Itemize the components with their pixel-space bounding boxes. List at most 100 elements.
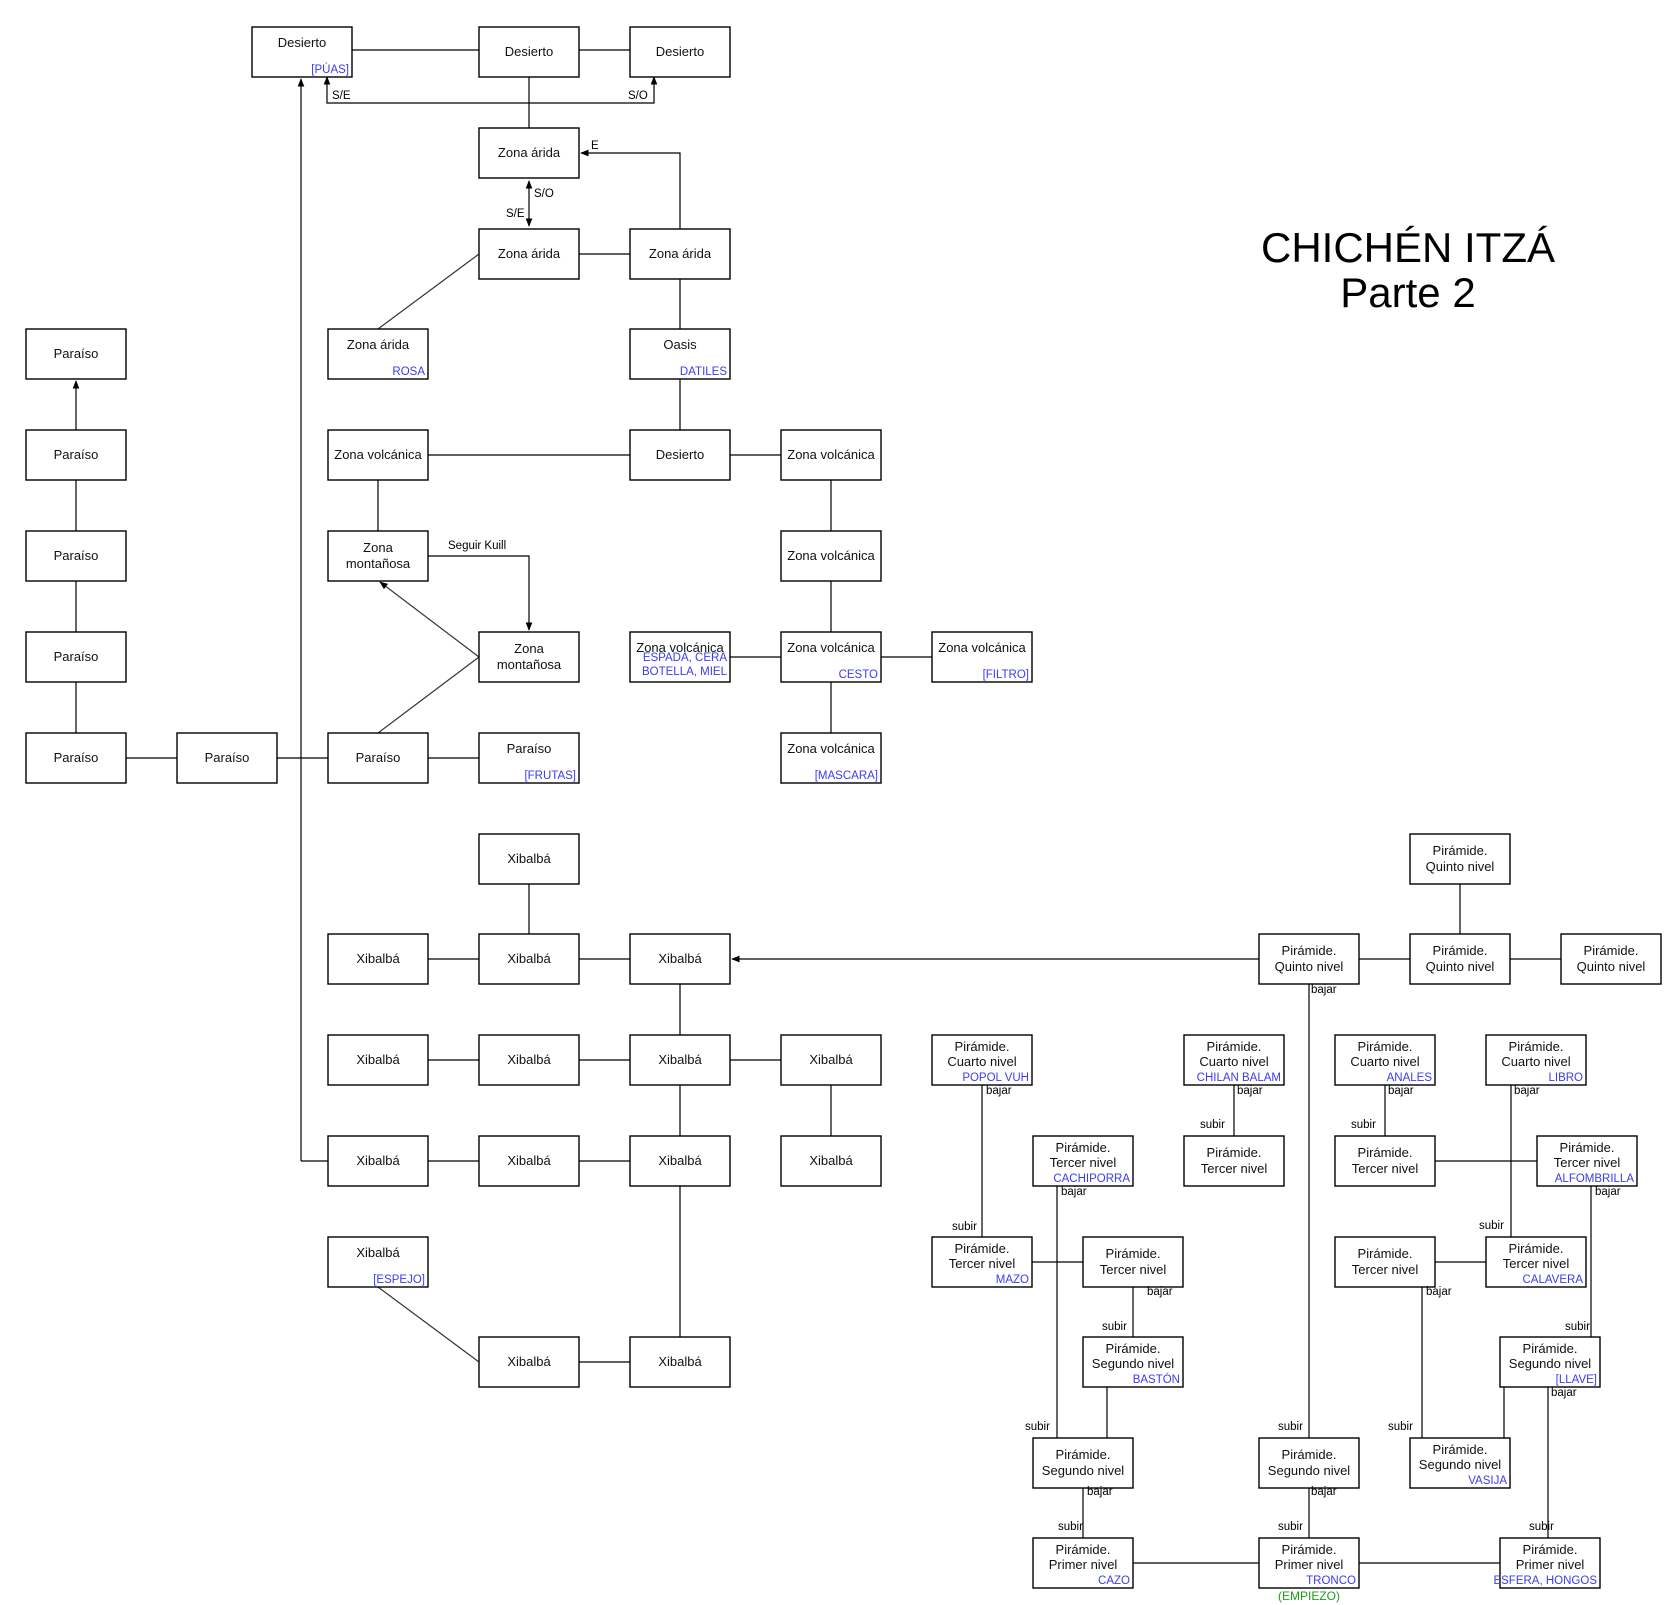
node-box <box>780 1135 882 1187</box>
title-line-1: CHICHÉN ITZÁ <box>1261 224 1555 271</box>
node-label: Pirámide. <box>955 1241 1010 1256</box>
lbl-e: E <box>591 140 599 152</box>
node-label: Paraíso <box>54 750 99 765</box>
node-box <box>478 1034 580 1086</box>
node-par7: Paraíso <box>327 732 429 784</box>
node-label: Pirámide. <box>1523 1341 1578 1356</box>
node-label: Oasis <box>663 337 697 352</box>
node-label: Segundo nivel <box>1042 1463 1125 1478</box>
node-xib3: Xibalbá <box>478 933 580 985</box>
lbl-subir-p3: subir <box>1529 1521 1554 1533</box>
node-box <box>327 328 429 380</box>
start-marker-label: (EMPIEZO) <box>1278 1589 1340 1603</box>
node-box <box>1409 1437 1511 1489</box>
node-vol1: Zona volcánica <box>327 429 429 481</box>
node-label: Pirámide. <box>1584 943 1639 958</box>
node-box <box>931 1236 1033 1288</box>
node-label: Pirámide. <box>1207 1145 1262 1160</box>
lbl-subir-s2: subir <box>1565 1321 1590 1333</box>
node-label: Zona volcánica <box>787 447 875 462</box>
node-label: Zona <box>363 540 393 555</box>
node-par8: Paraíso[FRUTAS] <box>478 732 580 784</box>
node-s3: Pirámide.Segundo nivel <box>1032 1437 1134 1489</box>
node-box <box>1499 1336 1601 1388</box>
node-par6: Paraíso <box>176 732 278 784</box>
node-label: Cuarto nivel <box>1199 1054 1268 1069</box>
lbl-so-1: S/O <box>628 90 648 102</box>
node-item: CESTO <box>839 669 878 681</box>
node-des2: Desierto <box>478 26 580 78</box>
node-label: Tercer nivel <box>1554 1155 1621 1170</box>
map-title: CHICHÉN ITZÁ Parte 2 <box>1261 224 1555 316</box>
node-box <box>25 429 127 481</box>
node-box <box>327 933 429 985</box>
node-item: BOTELLA, MIEL <box>642 666 728 678</box>
node-label: Pirámide. <box>955 1039 1010 1054</box>
node-box <box>478 833 580 885</box>
node-xib11: Xibalbá <box>629 1135 731 1187</box>
node-label: Tercer nivel <box>1050 1155 1117 1170</box>
node-box <box>629 328 731 380</box>
connection-line <box>580 149 681 229</box>
node-box <box>478 228 580 280</box>
node-label: Tercer nivel <box>949 1256 1016 1271</box>
node-xib12: Xibalbá <box>780 1135 882 1187</box>
node-label: Zona árida <box>347 337 410 352</box>
connection-line <box>323 76 658 104</box>
node-xib15: Xibalbá <box>629 1336 731 1388</box>
node-label: Pirámide. <box>1433 1442 1488 1457</box>
node-box <box>251 26 353 78</box>
node-s2: Pirámide.Segundo nivel[LLAVE] <box>1499 1336 1601 1388</box>
node-xib8: Xibalbá <box>780 1034 882 1086</box>
node-box <box>327 1135 429 1187</box>
node-label: Primer nivel <box>1516 1557 1585 1572</box>
lbl-bajar-t1: bajar <box>1061 1186 1087 1198</box>
node-label: Pirámide. <box>1056 1542 1111 1557</box>
node-label: Segundo nivel <box>1509 1356 1592 1371</box>
node-label: Xibalbá <box>356 951 400 966</box>
node-xib2: Xibalbá <box>327 933 429 985</box>
node-par4: Paraíso <box>25 631 127 683</box>
node-ari2: Zona árida <box>478 228 580 280</box>
node-label: Pirámide. <box>1358 1039 1413 1054</box>
node-item: POPOL VUH <box>962 1072 1029 1084</box>
node-box <box>780 530 882 582</box>
node-box <box>1485 1034 1587 1086</box>
node-label: Pirámide. <box>1523 1542 1578 1557</box>
node-label: Pirámide. <box>1282 1447 1337 1462</box>
node-vol3: Zona volcánica <box>780 530 882 582</box>
node-box <box>780 1034 882 1086</box>
node-label: Paraíso <box>54 346 99 361</box>
node-label: Pirámide. <box>1358 1145 1413 1160</box>
node-box <box>1409 933 1511 985</box>
lbl-bajar-t2: bajar <box>1147 1286 1173 1298</box>
node-label: Quinto nivel <box>1577 959 1646 974</box>
node-label: Quinto nivel <box>1426 959 1495 974</box>
node-par2: Paraíso <box>25 429 127 481</box>
node-label: Xibalbá <box>356 1153 400 1168</box>
node-label: Xibalbá <box>507 1052 551 1067</box>
node-label: Cuarto nivel <box>1350 1054 1419 1069</box>
node-box <box>780 631 882 683</box>
node-label: Tercer nivel <box>1100 1262 1167 1277</box>
node-label: Desierto <box>278 35 326 50</box>
node-item: ROSA <box>392 366 425 378</box>
node-item: ANALES <box>1387 1072 1433 1084</box>
node-item: ESPADA, CERA <box>643 652 727 664</box>
node-box <box>1183 1034 1285 1086</box>
node-xib9: Xibalbá <box>327 1135 429 1187</box>
node-label: Primer nivel <box>1275 1557 1344 1572</box>
node-t6: Pirámide.Tercer nivel <box>1082 1236 1184 1288</box>
node-label: Paraíso <box>205 750 250 765</box>
lbl-se-1: S/E <box>332 90 351 102</box>
node-box <box>327 732 429 784</box>
node-box <box>931 1034 1033 1086</box>
lbl-subir-t5: subir <box>952 1221 977 1233</box>
node-xib1: Xibalbá <box>478 833 580 885</box>
